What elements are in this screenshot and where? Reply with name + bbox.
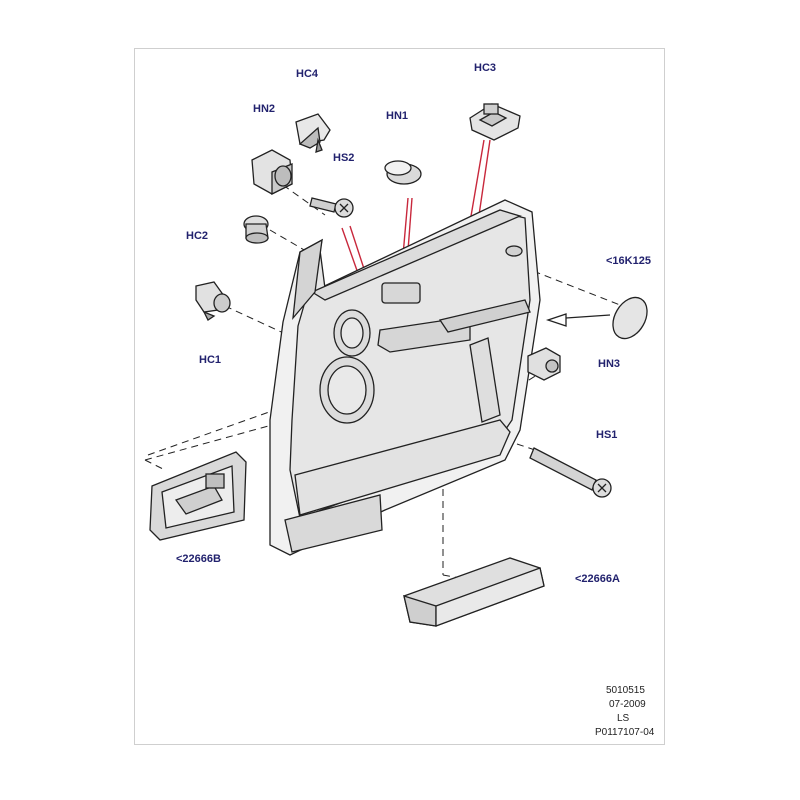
hc2-clip (243, 215, 269, 244)
hs1-bolt (529, 447, 612, 498)
reference-date: 07-2009 (609, 699, 646, 710)
label-hn1: HN1 (386, 110, 409, 122)
hc3-clip (469, 103, 521, 141)
reference-drawing: P0117107-04 (595, 727, 655, 738)
hn3-nut (527, 347, 561, 381)
hc1-clip (195, 281, 231, 321)
hs2-screw (309, 197, 354, 218)
label-hn3: HN3 (598, 358, 621, 370)
label-hs1: HS1 (596, 429, 618, 441)
hn2-nut (251, 149, 293, 196)
22666a-armrest (403, 557, 545, 627)
label-22666a: <22666A (575, 573, 620, 585)
hc4-clip (295, 113, 331, 153)
reference-code: 5010515 (606, 685, 645, 696)
label-16k125: <16K125 (606, 255, 651, 267)
map-pocket (294, 419, 511, 516)
trim-pillar (292, 238, 323, 321)
diagram-border (134, 48, 665, 745)
switch-recess (381, 282, 421, 304)
callout-hc3 (469, 139, 485, 223)
22666b-inner-handle (149, 451, 247, 541)
label-hc3: HC3 (474, 62, 497, 74)
hn1-plug (384, 160, 422, 185)
label-hc1: HC1 (199, 354, 222, 366)
label-hs2: HS2 (333, 152, 355, 164)
reference-model: LS (617, 713, 630, 724)
label-hc2: HC2 (186, 230, 209, 242)
label-22666b: <22666B (176, 553, 221, 565)
door-trim-panel (269, 199, 541, 556)
16k125-pad (545, 296, 648, 340)
label-hn2: HN2 (253, 103, 276, 115)
label-hc4: HC4 (296, 68, 319, 80)
